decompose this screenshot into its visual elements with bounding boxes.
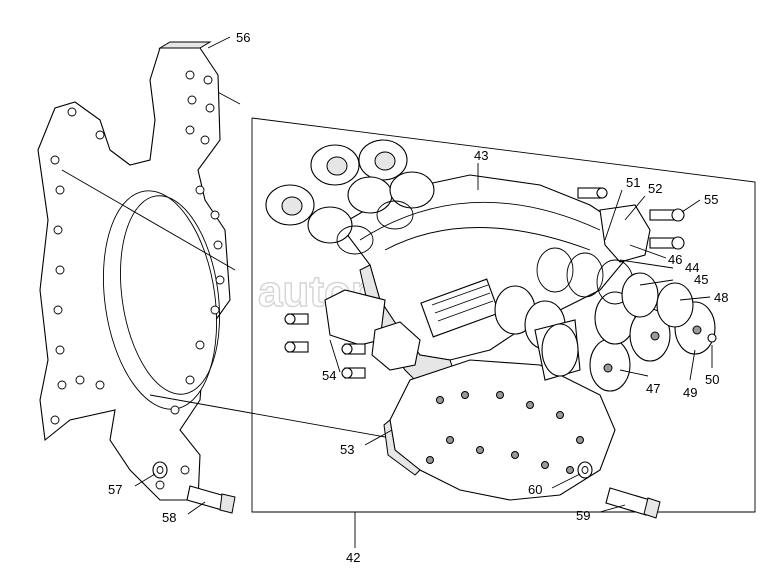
part-labels: 56 43 51 52 55 46 44 45 48 47 49 50 54 5… (108, 30, 728, 565)
label-52: 52 (648, 181, 662, 196)
pad-rivets (426, 391, 584, 474)
label-42: 42 (346, 550, 360, 565)
mounting-bracket (284, 289, 421, 379)
leader-lines (134, 36, 713, 548)
label-58: 58 (162, 510, 176, 525)
bolt-right (605, 487, 661, 519)
plate-bolt-holes (50, 70, 225, 490)
boots-and-bushings (265, 139, 435, 255)
assembly-frame (251, 117, 756, 513)
label-45: 45 (694, 272, 708, 287)
label-47: 47 (646, 381, 660, 396)
label-60: 60 (528, 482, 542, 497)
label-48: 48 (714, 290, 728, 305)
label-49: 49 (683, 385, 697, 400)
bracket-bolts (284, 313, 366, 379)
label-56: 56 (236, 30, 250, 45)
label-54: 54 (322, 368, 336, 383)
washer-right (577, 461, 593, 479)
label-55: 55 (704, 192, 718, 207)
label-57: 57 (108, 482, 122, 497)
washer-left (152, 461, 168, 479)
bolt-left (186, 485, 236, 514)
carrier-plate (37, 41, 231, 501)
label-46: 46 (668, 252, 682, 267)
label-44: 44 (685, 260, 699, 275)
brake-pad (383, 359, 616, 501)
label-51: 51 (626, 175, 640, 190)
label-53: 53 (340, 442, 354, 457)
label-43: 43 (474, 148, 488, 163)
label-50: 50 (705, 372, 719, 387)
label-59: 59 (576, 508, 590, 523)
